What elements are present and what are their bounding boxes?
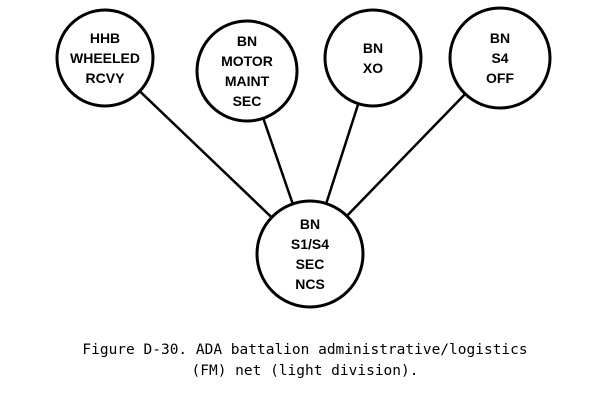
node-circle-s4off [448, 6, 552, 110]
node-label-xo-0: BN [363, 40, 383, 56]
node-label-motor-2: MAINT [225, 73, 270, 89]
node-label-ncs-0: BN [300, 216, 320, 232]
figure-caption: Figure D-30. ADA battalion administrativ… [0, 340, 610, 382]
node-circle-ncs [255, 199, 365, 309]
node-label-motor-3: SEC [233, 93, 262, 109]
node-label-motor-1: MOTOR [221, 53, 273, 69]
node-circle-xo [323, 8, 423, 108]
node-label-s4off-2: OFF [486, 70, 514, 86]
node-label-hhb-1: WHEELED [70, 50, 140, 66]
node-label-ncs-1: S1/S4 [291, 236, 329, 252]
caption-line-2: (FM) net (light division). [191, 363, 419, 379]
net-diagram: HHB WHEELED RCVY BN MOTOR MAINT SEC BN XO BN S4OFF… [55, 6, 552, 309]
node-xo: BN XO [323, 8, 423, 108]
node-label-ncs-3: NCS [295, 276, 325, 292]
node-circle-motor [195, 19, 299, 123]
node-label-xo-1: XO [363, 60, 383, 76]
node-motor: BN MOTOR MAINT SEC [195, 19, 299, 123]
node-hhb: HHB WHEELED RCVY [55, 8, 155, 108]
node-label-motor-0: BN [237, 33, 257, 49]
node-label-hhb-0: HHB [90, 30, 120, 46]
nodes-layer: HHB WHEELED RCVY BN MOTOR MAINT SEC BN XO BN S4OFF… [55, 6, 552, 309]
caption-line-1: Figure D-30. ADA battalion administrativ… [82, 342, 528, 358]
node-label-hhb-2: RCVY [86, 70, 126, 86]
node-circle-hhb [55, 8, 155, 108]
node-label-s4off-1: S4 [491, 50, 508, 66]
node-label-s4off-0: BN [490, 30, 510, 46]
node-label-ncs-2: SEC [296, 256, 325, 272]
